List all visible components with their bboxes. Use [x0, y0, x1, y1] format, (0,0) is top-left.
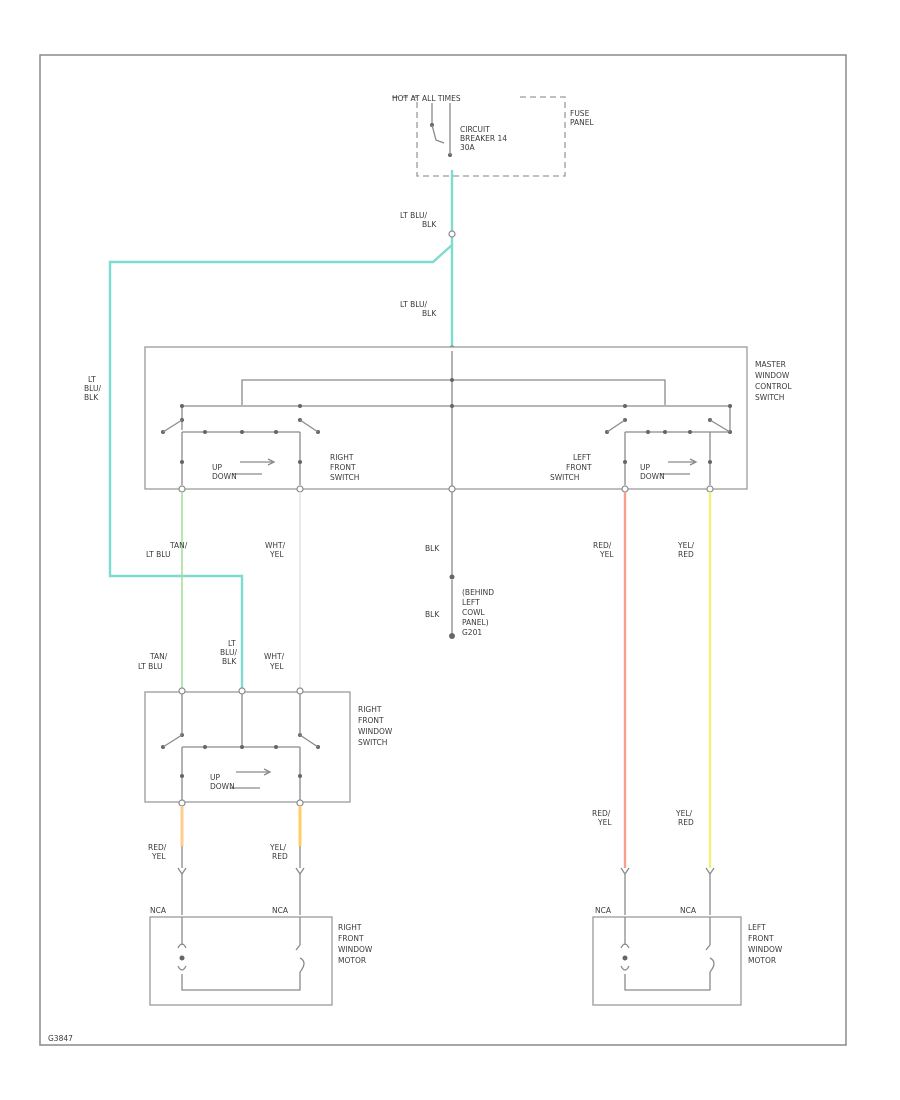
right-front-switch-contacts [161, 418, 320, 485]
svg-text:YEL/RED: YEL/RED [675, 809, 694, 827]
svg-text:WHT/YEL: WHT/YEL [265, 541, 286, 559]
connectors [177, 867, 715, 915]
tan-lt-blu-label-2: TAN/ [149, 652, 168, 661]
red-yel-label-2: RED/ [148, 843, 167, 852]
lt-blu-blk-label-left: LT [88, 375, 96, 384]
nca-label-4: NCA [680, 906, 697, 915]
blk-label-1: BLK [425, 544, 440, 553]
yel-red-label-1: YEL/ [677, 541, 694, 550]
left-front-window-motor [592, 916, 742, 1006]
right-front-window-motor-label: RIGHT [338, 923, 362, 932]
nca-label-2: NCA [272, 906, 289, 915]
svg-text:LT BLU/BLK: LT BLU/BLK [400, 300, 437, 318]
svg-text:TAN/LT BLU: TAN/LT BLU [146, 541, 188, 559]
lt-blu-blk-label-3: LT [228, 639, 236, 648]
left-front-switch-label: LEFT [573, 453, 591, 462]
master-switch-label: MASTER [755, 360, 786, 369]
hot-at-all-times-label: HOT AT ALL TIMES [392, 94, 461, 103]
svg-text:RED/YEL: RED/YEL [148, 843, 167, 861]
ground-label: (BEHIND [462, 588, 494, 597]
svg-text:YEL/RED: YEL/RED [269, 843, 288, 861]
svg-text:TAN/LT BLU: TAN/LT BLU [138, 652, 168, 671]
right-front-window-motor [149, 916, 333, 1006]
diagram-border [39, 54, 847, 1046]
blk-label-2: BLK [425, 610, 440, 619]
wht-yel-label-1: WHT/ [265, 541, 286, 550]
svg-text:RED/YEL: RED/YEL [593, 541, 614, 559]
red-yel-label-3: RED/ [592, 809, 611, 818]
left-front-window-motor-label: LEFT [748, 923, 766, 932]
svg-text:RED/YEL: RED/YEL [592, 809, 612, 827]
circuit-breaker-label: CIRCUIT [460, 125, 490, 134]
wire-lt-blu-blk-branch [108, 244, 453, 688]
lt-blu-blk-label-1: LT BLU/ [400, 211, 428, 220]
rfws-up-label: UP [210, 773, 220, 782]
svg-text:WHT/YEL: WHT/YEL [264, 652, 285, 671]
master-l-up-label: UP [640, 463, 650, 472]
right-front-window-switch-label: RIGHT [358, 705, 382, 714]
tan-lt-blu-label-1: TAN/ [169, 541, 188, 550]
nca-label-3: NCA [595, 906, 612, 915]
master-r-up-label: UP [212, 463, 222, 472]
yel-red-label-3: YEL/ [675, 809, 692, 818]
master-window-control-switch [144, 346, 748, 493]
wht-yel-label-2: WHT/ [264, 652, 285, 661]
red-yel-label-1: RED/ [593, 541, 612, 550]
lt-blu-blk-label-2: LT BLU/ [400, 300, 428, 309]
svg-text:LT BLU/BLK: LT BLU/BLK [400, 211, 437, 229]
fuse-panel-label: FUSE [570, 109, 590, 118]
yel-red-label-2: YEL/ [269, 843, 286, 852]
right-front-window-switch [144, 687, 351, 807]
left-front-switch-contacts [605, 418, 732, 485]
ground-g201 [449, 492, 455, 639]
svg-text:YEL/RED: YEL/RED [677, 541, 694, 559]
nca-label-1: NCA [150, 906, 167, 915]
figure-id: G3847 [48, 1034, 73, 1043]
right-front-switch-label: RIGHT [330, 453, 354, 462]
